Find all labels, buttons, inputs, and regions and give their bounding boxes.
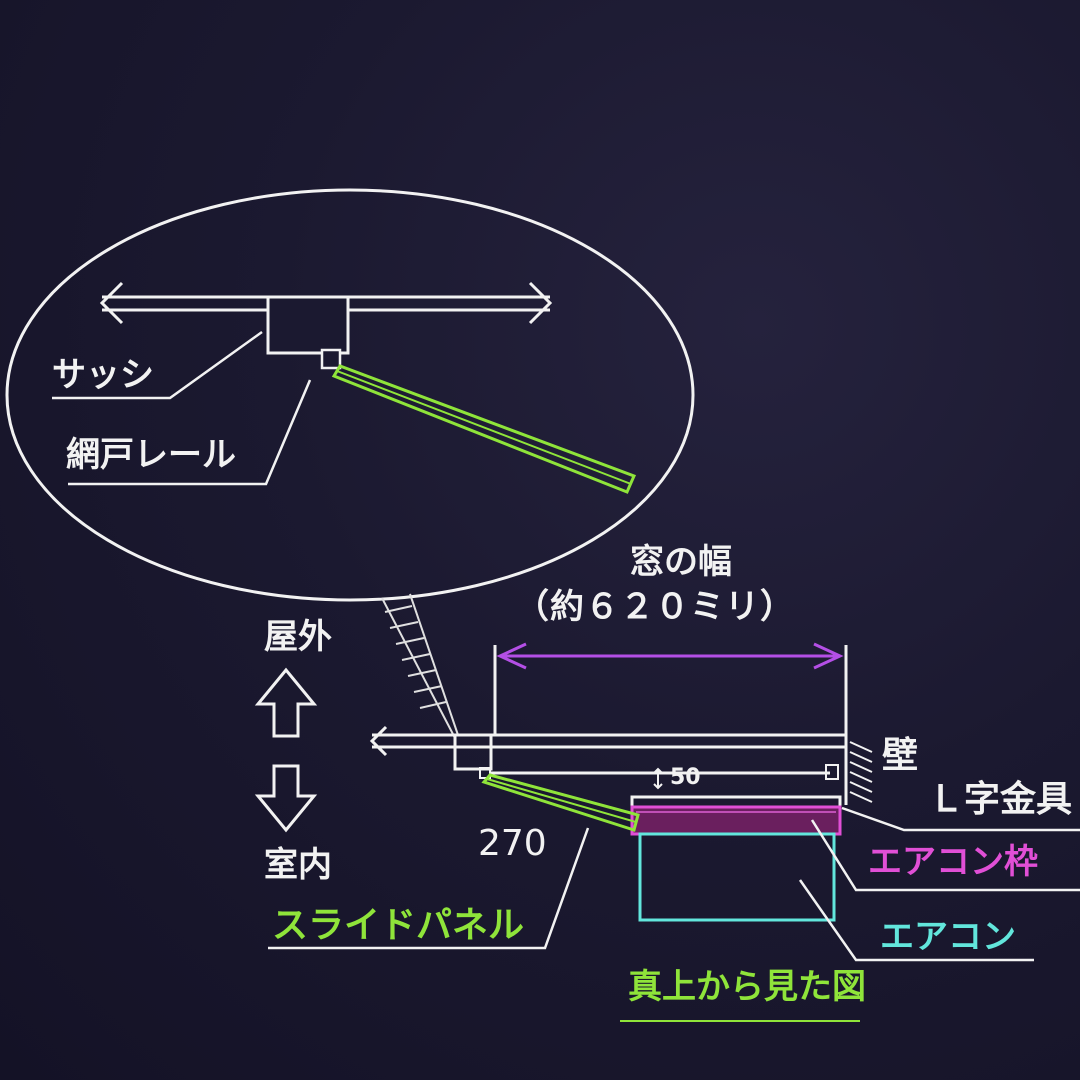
arrow-up-icon [254, 667, 318, 738]
label-approx-width: （約６２０ミリ） [515, 587, 795, 627]
label-top-view: 真上から見た図 [628, 967, 866, 1007]
air-conditioner-body [638, 832, 836, 922]
label-indoor: 室内 [264, 845, 332, 885]
zoom-rail-box [320, 348, 342, 370]
dim-50-arrow [653, 767, 663, 790]
zoom-leaders [52, 330, 312, 486]
label-wall: 壁 [882, 735, 919, 776]
zoom-connector [381, 593, 459, 739]
width-dimension [493, 642, 848, 735]
label-sash: サッシ [52, 355, 154, 395]
label-l-bracket: Ｌ字金具 [928, 779, 1073, 820]
zoom-sash-box [266, 295, 350, 355]
zoom-slide-panel-inner [336, 370, 632, 485]
label-dim-270: 270 [478, 823, 547, 864]
hatch-icon [849, 741, 873, 803]
label-window-width: 窓の幅 [630, 542, 732, 582]
arrow-down-icon [254, 764, 318, 833]
label-outdoor: 屋外 [264, 617, 332, 657]
label-screen-rail: 網戸レール [66, 435, 236, 475]
label-dim-50: 50 [670, 765, 701, 790]
main-sash-box [453, 733, 493, 771]
top-view-underline [620, 1020, 860, 1022]
main-bracket-box [825, 764, 839, 780]
zoom-slide-panel [331, 364, 637, 494]
zoom-ellipse [5, 188, 695, 602]
main-slide-panel-inner [486, 778, 637, 823]
main-leaders [268, 806, 1080, 962]
main-wall-line [369, 725, 848, 805]
label-air-conditioner: エアコン [880, 917, 1016, 957]
main-slide-panel [481, 773, 640, 832]
label-slide-panel: スライドパネル [272, 905, 525, 946]
label-ac-frame: エアコン枠 [868, 842, 1038, 882]
